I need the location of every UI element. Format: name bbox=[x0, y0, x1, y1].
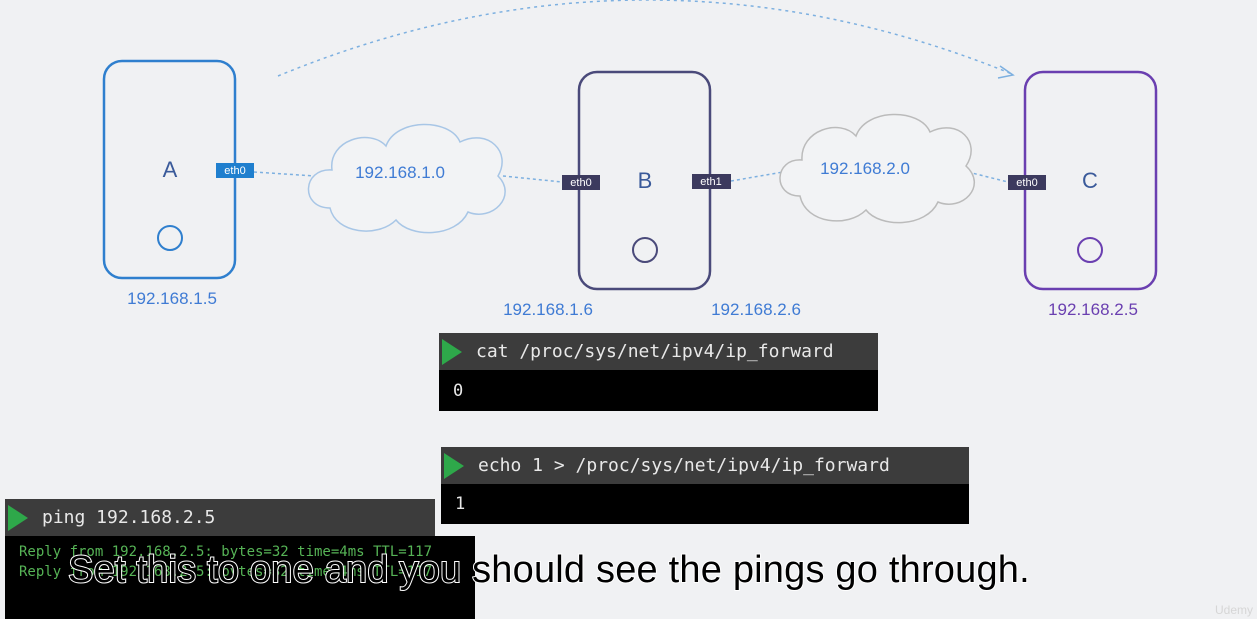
network-1-label: 192.168.1.0 bbox=[355, 163, 445, 182]
terminal-ping: ping 192.168.2.5 Reply from 192.168.2.5:… bbox=[5, 499, 475, 619]
terminal-cat-output: 0 bbox=[453, 380, 464, 401]
node-c-port-label: eth0 bbox=[1016, 177, 1037, 189]
node-c-circle-icon bbox=[1077, 237, 1103, 263]
video-subtitle: Set this to one and you should see the p… bbox=[67, 548, 1031, 592]
terminal-echo-command: echo 1 > /proc/sys/net/ipv4/ip_forward bbox=[478, 455, 890, 476]
node-b-label: B bbox=[638, 168, 653, 193]
link-b-net2 bbox=[730, 171, 784, 182]
link-net1-b bbox=[502, 175, 563, 183]
watermark-logo: Udemy bbox=[1214, 603, 1253, 617]
terminal-ping-output-area: Reply from 192.168.2.5: bytes=32 time=4m… bbox=[5, 536, 475, 619]
node-b-port-eth0 bbox=[562, 175, 600, 190]
node-c-port-eth0 bbox=[1008, 175, 1046, 190]
route-arc bbox=[277, 0, 1013, 77]
node-a-circle-icon bbox=[157, 225, 183, 251]
node-a-port-label: eth0 bbox=[224, 165, 245, 177]
node-c: C eth0 bbox=[1008, 70, 1158, 291]
terminal-ping-line: Reply from 192.168.2.5: bytes=32 time=4m… bbox=[19, 544, 433, 560]
play-icon bbox=[8, 504, 28, 531]
ip-node-b-eth0: 192.168.1.6 bbox=[503, 300, 593, 319]
link-a-net1 bbox=[253, 171, 316, 177]
node-b-circle-icon bbox=[632, 237, 658, 263]
node-c-label: C bbox=[1082, 168, 1098, 193]
terminal-cat-header: cat /proc/sys/net/ipv4/ip_forward bbox=[439, 333, 878, 370]
node-b-port-eth0-label: eth0 bbox=[570, 177, 591, 189]
node-b-port-eth1 bbox=[692, 174, 731, 189]
route-arrowhead bbox=[997, 65, 1015, 79]
terminal-ping-command: ping 192.168.2.5 bbox=[42, 507, 216, 528]
terminal-cat-output-area: 0 bbox=[439, 370, 878, 411]
play-icon bbox=[442, 338, 462, 365]
ip-node-a: 192.168.1.5 bbox=[127, 289, 217, 308]
node-b: B eth0 eth1 bbox=[562, 70, 731, 291]
node-a-port-eth0 bbox=[216, 163, 254, 178]
node-b-port-eth1-label: eth1 bbox=[700, 176, 721, 188]
node-a-label: A bbox=[163, 157, 178, 182]
cloud-network-2: 192.168.2.0 bbox=[779, 113, 975, 224]
link-net2-c bbox=[967, 171, 1009, 183]
terminal-echo-output-area: 1 bbox=[441, 484, 969, 524]
ip-node-c: 192.168.2.5 bbox=[1048, 300, 1138, 319]
terminal-ping-line: Reply from 192.168.2.5: bytes=32 time=4m… bbox=[19, 564, 433, 580]
terminal-echo-header: echo 1 > /proc/sys/net/ipv4/ip_forward bbox=[441, 447, 969, 484]
cloud-network-1: 192.168.1.0 bbox=[307, 123, 506, 234]
network-2-label: 192.168.2.0 bbox=[820, 159, 910, 178]
play-icon bbox=[444, 452, 464, 479]
node-a: A eth0 bbox=[102, 59, 254, 280]
terminal-cat: cat /proc/sys/net/ipv4/ip_forward 0 bbox=[439, 333, 878, 411]
ip-node-b-eth1: 192.168.2.6 bbox=[711, 300, 801, 319]
terminal-echo: echo 1 > /proc/sys/net/ipv4/ip_forward 1 bbox=[441, 447, 969, 524]
terminal-cat-command: cat /proc/sys/net/ipv4/ip_forward bbox=[476, 341, 834, 362]
terminal-echo-output: 1 bbox=[455, 494, 466, 514]
terminal-ping-header: ping 192.168.2.5 bbox=[5, 499, 435, 536]
